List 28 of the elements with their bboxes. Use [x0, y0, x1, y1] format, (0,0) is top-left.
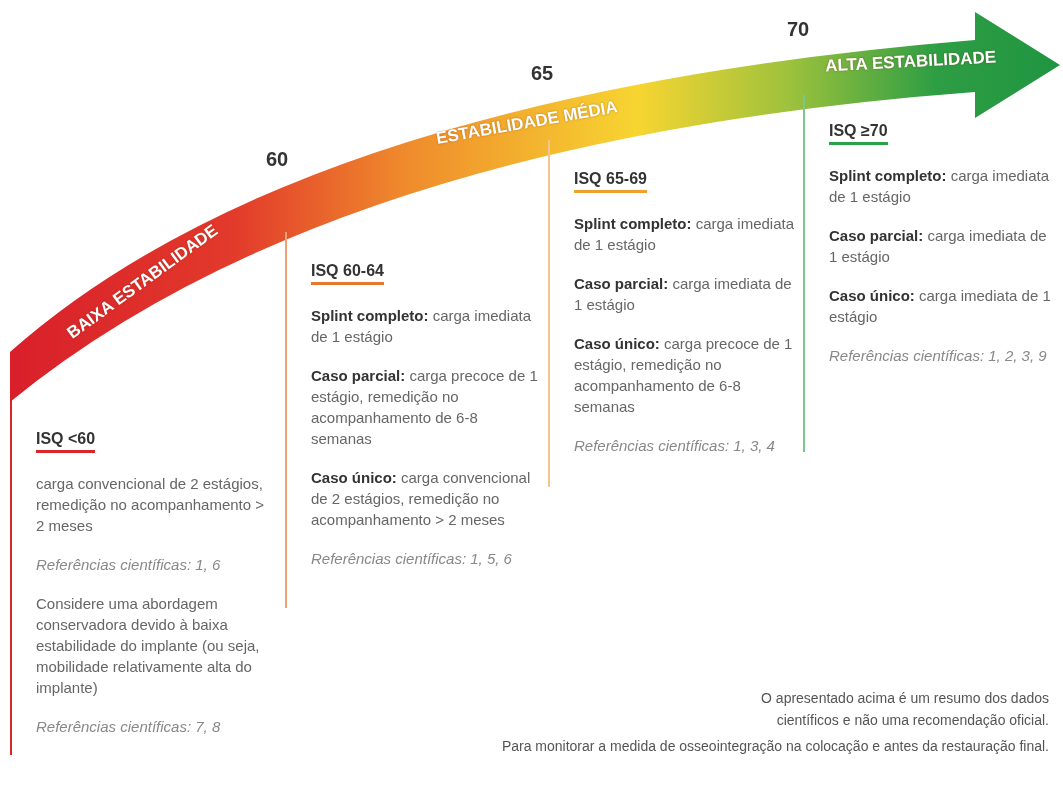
scale-value: 65: [531, 62, 554, 85]
scale-value: 70: [787, 18, 810, 41]
recommendation-column: [803, 95, 1053, 452]
recommendation-text: Caso único: carga convencional de 2 estágios, remedição no acompanhamento > 2 meses: [311, 468, 532, 530]
range-heading: ISQ 65-69: [574, 168, 647, 193]
reference-note: Referências científicas: 1, 3, 4: [574, 436, 776, 456]
recommendation-text: Caso parcial: carga imediata de 1 estágio: [574, 274, 793, 315]
recommendation-text: Splint completo: carga imediata de 1 estágio: [311, 306, 533, 347]
recommendation-text: Considere uma abordagem conservadora devido à baixa estabilidade do implante (ou seja, mobilidade relativamente alta do implante): [36, 594, 261, 698]
scale-value: 60: [266, 148, 289, 171]
recommendation-text: Caso único: carga imediata de 1 estágio: [829, 286, 1052, 327]
zone-label: ALTA ESTABILIDADE: [824, 47, 997, 77]
footnote: Para monitorar a medida de osseointegração na colocação e antes da restauração final.: [500, 737, 1049, 756]
recommendation-text: Splint completo: carga imediata de 1 estágio: [829, 166, 1051, 207]
recommendation-text: Caso parcial: carga imediata de 1 estágio: [829, 226, 1048, 267]
recommendation-text: Splint completo: carga imediata de 1 estágio: [574, 214, 796, 255]
range-heading: ISQ 60-64: [311, 260, 384, 285]
reference-note: Referências científicas: 7, 8: [36, 717, 222, 737]
recommendation-text: Caso único: carga precoce de 1 estágio, remedição no acompanhamento de 6-8 semanas: [574, 334, 794, 417]
recommendation-text: Caso parcial: carga precoce de 1 estágio, remedição no acompanhamento de 6-8 semanas: [311, 366, 539, 449]
recommendation-column: [285, 232, 540, 608]
range-heading: ISQ ≥70: [829, 120, 888, 145]
footnote: O apresentado acima é um resumo dos dados científicos e não uma recomendação oficial.: [760, 689, 1049, 730]
range-heading: ISQ <60: [36, 428, 96, 453]
recommendation-text: carga convencional de 2 estágios, remedição no acompanhamento > 2 meses: [36, 474, 266, 536]
reference-note: Referências científicas: 1, 2, 3, 9: [829, 346, 1048, 366]
reference-note: Referências científicas: 1, 6: [36, 555, 222, 575]
reference-note: Referências científicas: 1, 5, 6: [311, 549, 513, 569]
